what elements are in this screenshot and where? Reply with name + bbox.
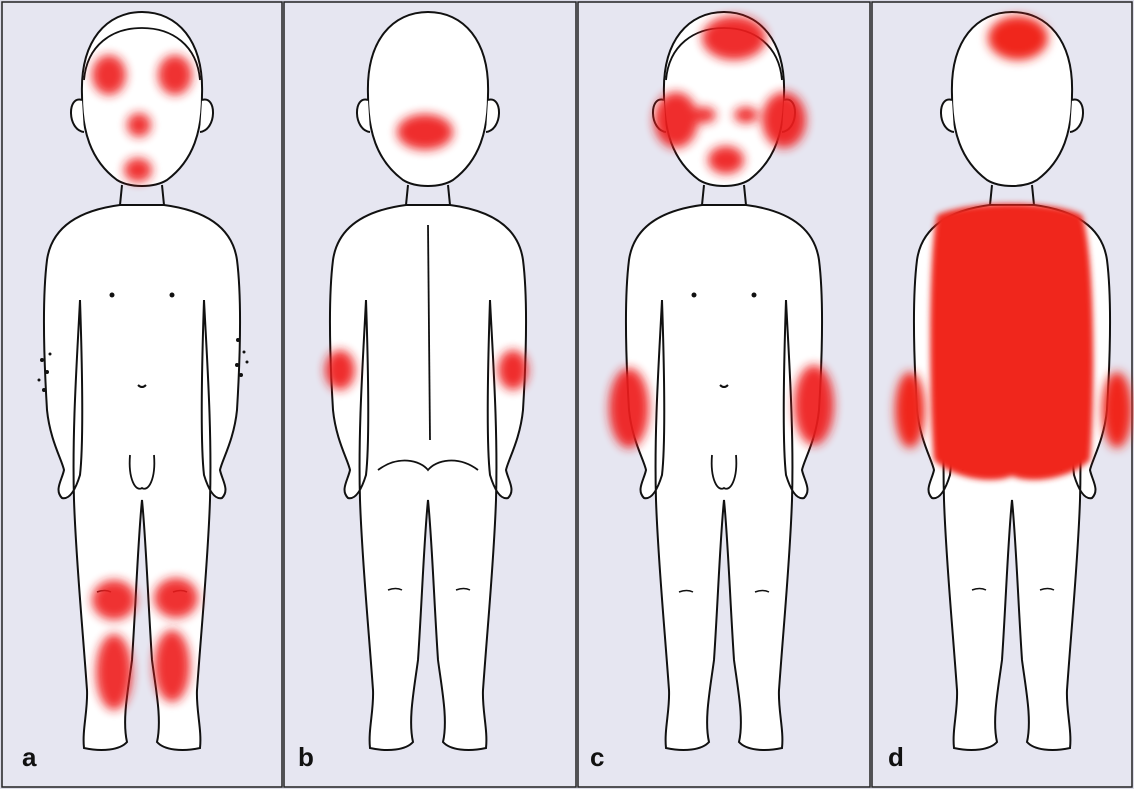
panel-label-a: a [22, 744, 36, 770]
panel-label-d: d [888, 744, 904, 770]
panel-label-b: b [298, 744, 314, 770]
panel-label-c: c [590, 744, 604, 770]
